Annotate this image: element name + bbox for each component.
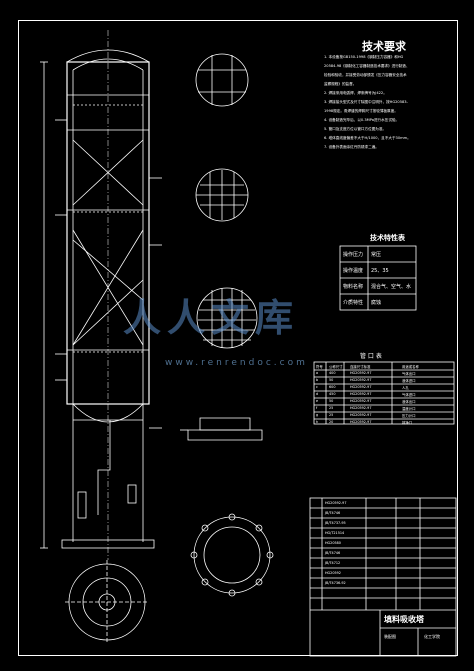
nozzle-cell: 20 (329, 420, 334, 424)
nozzle-cell: 压力计口 (402, 414, 416, 418)
requirement-line: 7. 设备外表面涂红丹防锈漆二遍。 (324, 145, 379, 149)
nozzle-cell: 气体进口 (402, 393, 416, 397)
nozzle-cell: 600 (329, 385, 336, 389)
base-plan-view (65, 560, 149, 644)
nozzle-cell: h (316, 420, 319, 424)
tech-table-value: 混合气、空气、水 (371, 284, 412, 290)
parts-list-standard: HG/T21514 (325, 531, 345, 535)
requirement-line: 20584-98《钢制化工容器制造技术要求》进行制造、 (324, 64, 410, 68)
requirement-line: 6. 塔体直线度偏差不大于H/1000，且不大于30mm。 (324, 136, 411, 140)
tech-table-value: 常压 (371, 252, 382, 258)
tech-table-value: 腐蚀 (371, 300, 382, 306)
nozzle-cell: 排净口 (402, 421, 413, 425)
nozzle-cell: b (316, 378, 319, 382)
parts-list-standard: JB/T4746 (325, 551, 341, 555)
nozzle-cell: HG20592-97 (350, 399, 372, 403)
nozzle-cell: HG20592-97 (350, 378, 372, 382)
nozzle-cell: 400 (329, 371, 336, 375)
nozzle-cell: 液体进口 (402, 379, 416, 383)
nozzle-cell: 气体出口 (402, 372, 416, 376)
tech-table-label: 物料名称 (343, 284, 364, 290)
nozzle-cell: HG20592-97 (350, 406, 372, 410)
nozzle-header-cell: 公称尺寸 (329, 365, 343, 369)
section-view-3 (196, 287, 258, 349)
sheet-label: 装配图 (384, 634, 396, 639)
tech-table-label: 操作温度 (343, 268, 364, 274)
parts-list-frame (309, 497, 457, 657)
parts-list-standard: JB/T4736-92 (325, 581, 346, 585)
requirement-line: 监察规程》的监督。 (324, 82, 357, 86)
tech-table-value: 25、35 (371, 268, 389, 274)
requirement-line: 2. 焊接采用电弧焊，焊条牌号为J422。 (324, 91, 387, 95)
nozzle-cell: 温度计口 (402, 407, 416, 411)
nozzle-cell: HG20592-97 (350, 371, 372, 375)
parts-list-standard: HG20580 (325, 541, 341, 545)
drawing-name: 填料吸收塔 (384, 615, 424, 624)
nozzle-cell: 50 (329, 399, 334, 403)
nozzle-cell: 50 (329, 378, 334, 382)
column-elevation (40, 30, 162, 560)
ring-plan-view (190, 513, 274, 597)
watermark-logo: 人人文库 (123, 295, 300, 340)
nozzle-header-cell: 连接尺寸标准 (350, 365, 371, 369)
nozzle-cell: HG20592-97 (350, 392, 372, 396)
tech-table-label: 操作压力 (343, 252, 364, 258)
nozzle-table-frame (313, 361, 455, 425)
requirement-line: 5. 管口及支座方位以管口方位图为准。 (324, 127, 387, 131)
school-name: 化工学院 (424, 634, 440, 639)
section-view-2 (195, 168, 249, 222)
nozzle-header-cell: 符号 (316, 365, 323, 369)
nozzle-cell: d (316, 392, 319, 396)
parts-list-standard: HG20592-97 (325, 501, 347, 505)
requirement-line: 1. 本设备按GB150-1998《钢制压力容器》和HG (324, 55, 404, 59)
requirement-line: 4. 设备制造完毕后，以0.3MPa进行水压试验。 (324, 118, 400, 122)
nozzle-cell: 液体出口 (402, 400, 416, 404)
tech-table-label: 介质特性 (343, 300, 364, 306)
parts-list-standard: JB/T4737-95 (325, 521, 346, 525)
nozzle-cell: e (316, 399, 319, 403)
nozzle-table-title: 管 口 表 (360, 353, 382, 360)
nozzle-cell: g (316, 413, 319, 417)
nozzle-cell: c (316, 385, 318, 389)
requirement-line: 检验和验收，并接受劳动部颁发《压力容器安全技术 (324, 73, 407, 77)
parts-list-standard: JB/T4712 (325, 561, 341, 565)
flange-detail (180, 417, 263, 441)
requirement-line: 3. 焊接接头型式及尺寸除图中注明外，按HG20583- (324, 100, 408, 104)
section-view-1 (195, 53, 249, 107)
tech-table-title: 技术特性表 (370, 234, 405, 242)
nozzle-cell: 450 (329, 392, 336, 396)
nozzle-cell: 25 (329, 406, 334, 410)
nozzle-cell: f (316, 406, 318, 410)
parts-list-standard: JB/T4746 (325, 511, 341, 515)
nozzle-cell: HG20592-97 (350, 385, 372, 389)
tech-table-frame (339, 245, 417, 311)
nozzle-cell: HG20592-97 (350, 420, 372, 424)
parts-list-standard: HG20592 (325, 571, 341, 575)
nozzle-cell: 人孔 (402, 386, 409, 390)
nozzle-cell: 25 (329, 413, 334, 417)
nozzle-header-cell: 用途或名称 (402, 365, 419, 369)
requirements-title: 技术要求 (362, 40, 406, 53)
drawing-frame (18, 20, 458, 656)
watermark-url: www.renrendoc.com (165, 358, 308, 368)
nozzle-cell: a (316, 371, 319, 375)
requirement-line: 1998规定。角焊缝的焊脚尺寸按较薄板厚度。 (324, 109, 398, 113)
nozzle-cell: HG20592-97 (350, 413, 372, 417)
